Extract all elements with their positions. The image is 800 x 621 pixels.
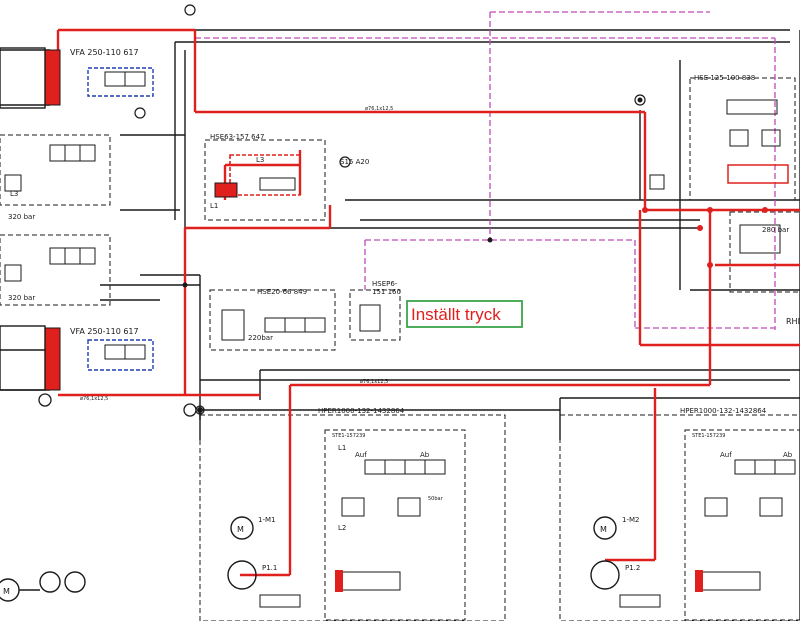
s15-label: S15 A20: [340, 158, 369, 166]
ste-right-label: STE1-157239: [692, 433, 725, 439]
l1-label: L1: [338, 444, 346, 452]
pump-icon: [227, 560, 257, 590]
motor-icon: [230, 516, 254, 540]
bar220-label: 220bar: [248, 334, 273, 342]
pipe-label-2: ø76,1x12,5: [360, 379, 388, 385]
hper-right-label: HPER1000-132-1432864: [680, 407, 767, 415]
component-boundaries: [0, 77, 800, 621]
l3-label: L3: [10, 190, 18, 198]
pressure-gauge-icon: [134, 4, 646, 168]
hper-right-group: HPER1000-132-1432864 STE1-157239 Auf Ab …: [590, 407, 796, 608]
hse125-label: HSE 125-100 838: [694, 74, 755, 82]
hper-left-label: HPER1000-132-1432864: [318, 407, 405, 415]
pipe-label-3: ø76,1x12,5: [80, 396, 108, 402]
l2-label: L2: [338, 524, 346, 532]
check-valve-icon: [38, 393, 205, 417]
junctions: [182, 97, 643, 413]
callout-text: Inställt tryck: [411, 305, 501, 324]
bottom-left-motor: [0, 571, 86, 602]
vfa-top-label: VFA 250-110 617: [70, 48, 139, 57]
vfa-bottom-label: VFA 250-110 617: [70, 327, 139, 336]
bottom-motor-symbol: M: [3, 587, 10, 596]
bar50-label: 50bar: [428, 496, 444, 502]
hse125-block: HSE 125-100 838 280 bar: [649, 74, 789, 254]
ab-right: Ab: [783, 451, 793, 459]
pump-left-label: P1.1: [262, 564, 277, 572]
hse63-l3: L3: [256, 156, 264, 164]
motor-left-label: 1-M1: [258, 516, 275, 524]
vfa-valve-top: VFA 250-110 617: [0, 47, 154, 109]
auf-right: Auf: [720, 451, 732, 459]
callout-box: [406, 300, 523, 328]
motor-right-label: 1-M2: [622, 516, 639, 524]
hper-left-group: HPER1000-132-1432864 STE1-157239 Auf Ab …: [227, 407, 446, 608]
bar320a-label: 320 bar: [8, 213, 35, 221]
pipe-label-1: ø76,1x12,5: [365, 106, 393, 112]
motor-symbol-left: M: [237, 525, 244, 534]
motor-icon: [593, 516, 617, 540]
hse63-l1: L1: [210, 202, 218, 210]
bar320b-label: 320 bar: [8, 294, 35, 302]
ste-left-label: STE1-157239: [332, 433, 365, 439]
ab-left: Ab: [420, 451, 430, 459]
pressure-junctions: [642, 207, 768, 268]
auf-left: Auf: [355, 451, 367, 459]
left-valve-stack: [4, 144, 96, 282]
hsep6-num: 151 160: [372, 288, 401, 296]
pump-right-label: P1.2: [625, 564, 640, 572]
bar280-label: 280 bar: [762, 226, 789, 234]
pressure-lines: [56, 28, 800, 577]
pump-icon: [590, 560, 620, 590]
hse20-block: HSE20-66 849 220bar: [221, 288, 326, 342]
rhd-label: RHD: [786, 317, 800, 326]
hse63-label: HSE63-157 647: [210, 133, 265, 141]
hsep6-block: HSEP6- 151 160: [359, 280, 401, 332]
hse20-label: HSE20-66 849: [257, 288, 307, 296]
pilot-boundaries: [194, 11, 776, 330]
hsep6-label: HSEP6-: [372, 280, 398, 288]
hse63-block: HSE63-157 647 L3 L1: [210, 133, 301, 210]
motor-symbol-right: M: [600, 525, 607, 534]
vfa-valve-bottom: VFA 250-110 617: [0, 325, 154, 391]
